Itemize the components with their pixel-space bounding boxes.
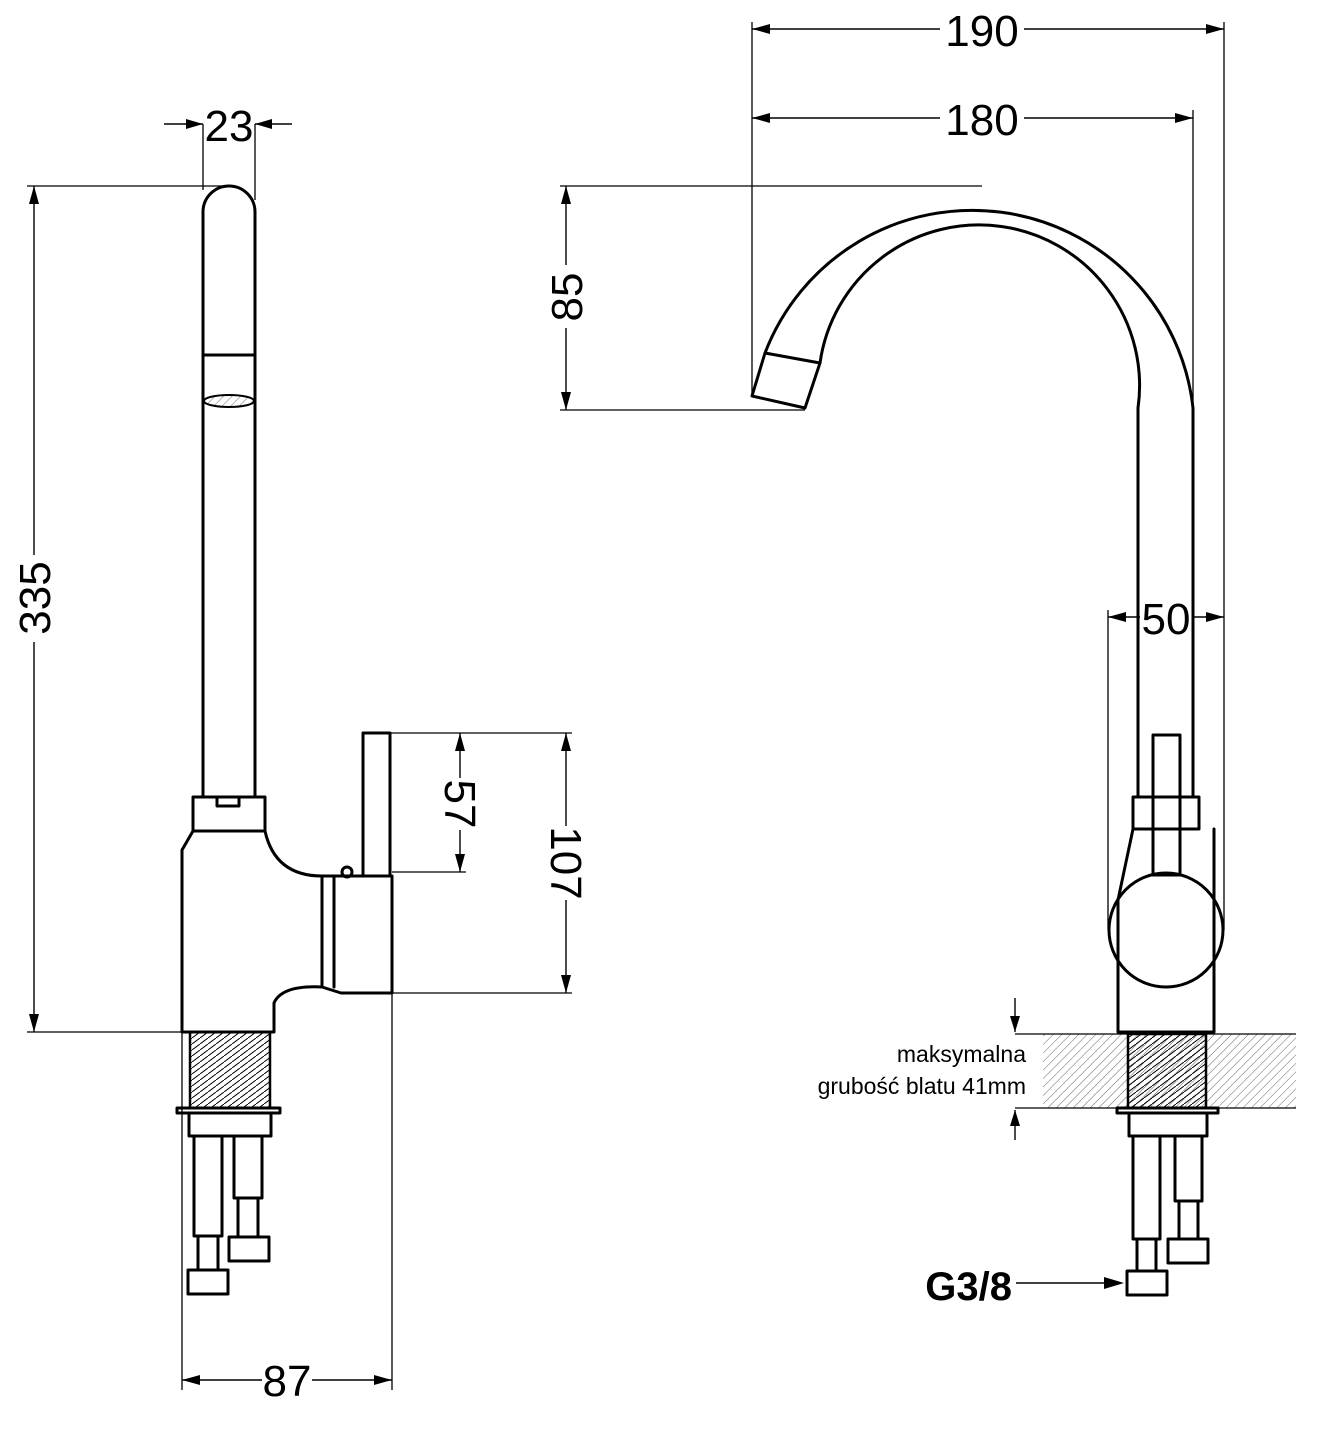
front-collar (1131, 795, 1201, 831)
connection-label: G3/8 (925, 1265, 1012, 1309)
hose-left-neck (196, 1234, 220, 1272)
dim-spout-reach-label: 180 (945, 96, 1018, 145)
handle-screw (340, 865, 354, 879)
front-hose-right-nut (1166, 1237, 1210, 1265)
front-hose-right-neck (1177, 1199, 1200, 1241)
hose-right-neck (236, 1196, 260, 1239)
spout-outlet (750, 351, 822, 410)
front-hose-right (1173, 1134, 1204, 1203)
hose-left (192, 1134, 224, 1238)
hose-left-nut (186, 1268, 230, 1296)
front-view (750, 208, 1296, 1297)
dim-spout-diameter-label: 23 (205, 102, 254, 151)
collar-notch (215, 795, 241, 808)
thickness-note-line2: grubość blatu 41mm (818, 1073, 1026, 1099)
dim-spout-reach: 180 (752, 96, 1194, 408)
connection-note: G3/8 (925, 1265, 1124, 1309)
dim-column-diameter: 50 (1107, 595, 1224, 930)
mounting-nut (187, 1111, 273, 1138)
hose-right-nut (227, 1235, 271, 1263)
front-handle-hub (1107, 871, 1225, 989)
lever (361, 731, 392, 878)
dim-overall-reach-label: 190 (945, 7, 1018, 56)
dim-body-height: 107 (392, 733, 590, 994)
spout-arch (763, 208, 1195, 799)
dim-total-height: 335 (11, 185, 229, 1033)
dim-overall-reach: 190 (751, 7, 1225, 930)
side-view (175, 184, 394, 1296)
front-nut (1127, 1111, 1209, 1138)
collar (191, 795, 267, 833)
dim-spout-diameter: 23 (164, 102, 292, 200)
hose-right (232, 1134, 264, 1200)
thickness-note-line1: maksymalna (897, 1041, 1026, 1067)
front-hose-left-nut (1125, 1269, 1169, 1297)
dim-outlet-drop-label: 85 (543, 273, 592, 322)
dim-total-height-label: 335 (11, 561, 60, 634)
front-hose-left (1131, 1134, 1162, 1241)
dim-body-height-label: 107 (541, 826, 590, 899)
front-lever (1151, 733, 1182, 877)
threaded-shank (188, 1030, 272, 1110)
dim-handle-height-label: 57 (435, 780, 484, 829)
countertop-thickness-note: maksymalna grubość blatu 41mm (818, 998, 1043, 1140)
dim-column-diameter-label: 50 (1142, 595, 1191, 644)
front-threaded-shank (1126, 1032, 1208, 1110)
spout-tube (201, 184, 257, 799)
dim-base-depth: 87 (181, 993, 393, 1406)
dim-handle-height: 57 (390, 732, 572, 873)
body (180, 829, 324, 1034)
aerator-mesh (203, 394, 255, 408)
dim-outlet-drop: 85 (543, 185, 982, 411)
dim-base-depth-label: 87 (263, 1357, 312, 1406)
front-hose-left-neck (1135, 1237, 1158, 1273)
front-body (1116, 827, 1216, 1034)
